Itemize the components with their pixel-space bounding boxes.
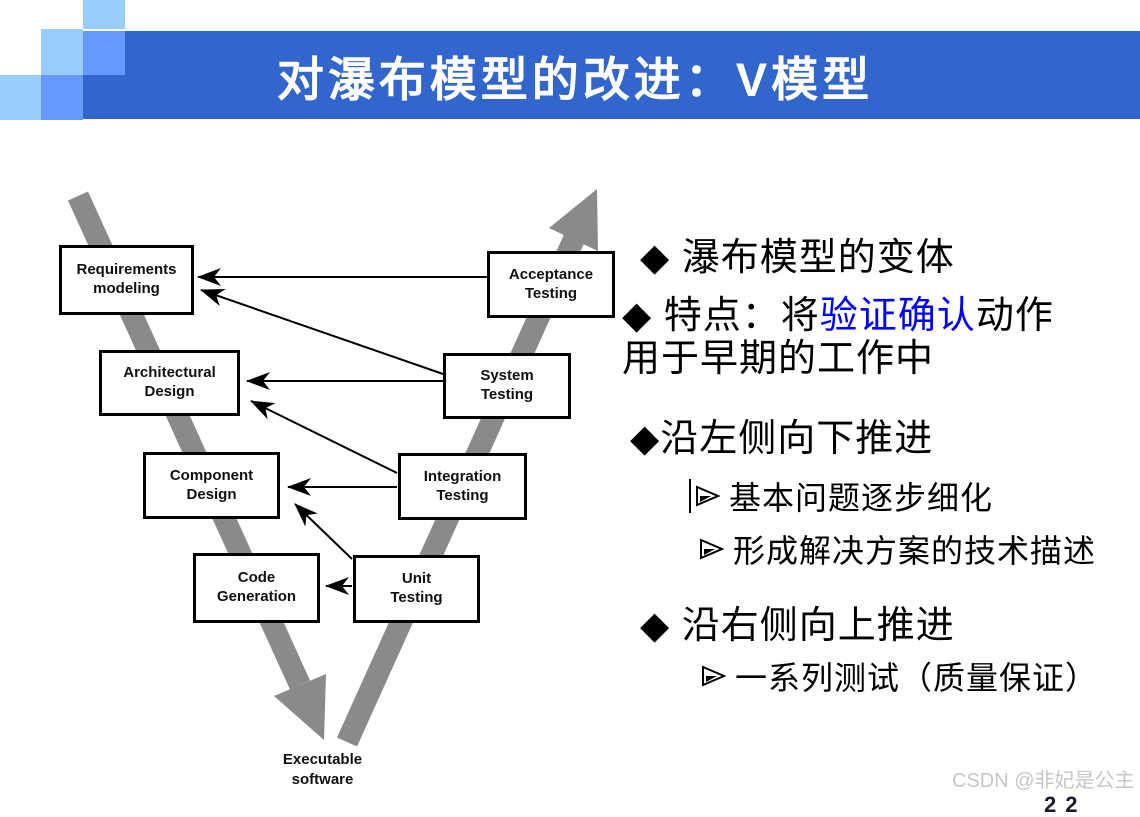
bullet-feature-suffix: 动作 bbox=[975, 295, 1054, 337]
box-unit-testing: Unit Testing bbox=[353, 555, 480, 623]
deco-square-2 bbox=[41, 29, 83, 75]
arrow-integration-to-architectural bbox=[250, 400, 398, 474]
executable-software-label: Executable software bbox=[282, 751, 363, 788]
box-system-testing: System Testing bbox=[443, 353, 571, 419]
bullet-feature: ◆ 特点：将验证确认动作 用于早期的工作中 bbox=[622, 295, 1092, 381]
sub-bullet-refine-label: 基本问题逐步细化 bbox=[729, 480, 994, 516]
box-integration-testing: Integration Testing bbox=[398, 453, 527, 520]
sub-bullet-refine: 基本问题逐步细化 bbox=[689, 473, 993, 519]
box-code-generation: Code Generation bbox=[193, 553, 320, 623]
csdn-watermark: CSDN @非妃是公主 bbox=[952, 770, 1135, 792]
arrowhead-bullet-icon bbox=[696, 485, 720, 507]
sub-bullet-tests-label: 一系列测试（质量保证） bbox=[735, 660, 1099, 696]
deco-square-4 bbox=[0, 75, 41, 120]
box-requirements-modeling: Requirements modeling bbox=[59, 245, 194, 315]
arrowhead-bullet-icon bbox=[700, 538, 724, 560]
bullet-feature-highlight: 验证确认 bbox=[819, 295, 976, 337]
arrow-unit-to-component bbox=[294, 503, 353, 560]
sub-bullet-describe: 形成解决方案的技术描述 bbox=[698, 526, 1096, 572]
bullet-feature-line2: 用于早期的工作中 bbox=[622, 338, 935, 380]
arrow-system-to-requirements bbox=[200, 289, 444, 375]
bullet-waterfall-variant: ◆ 瀑布模型的变体 bbox=[640, 237, 955, 279]
deco-square-5 bbox=[41, 75, 83, 120]
bullet-right-side-up: ◆ 沿右侧向上推进 bbox=[640, 605, 955, 647]
sub-bullet-tests: 一系列测试（质量保证） bbox=[700, 653, 1098, 699]
text-caret bbox=[689, 479, 691, 513]
bullet-feature-prefix: ◆ 特点：将 bbox=[622, 295, 820, 337]
page-number-clipped: 22 bbox=[1044, 792, 1087, 817]
deco-square-3 bbox=[83, 31, 125, 75]
arrowhead-bullet-icon bbox=[702, 665, 726, 687]
box-acceptance-testing: Acceptance Testing bbox=[487, 251, 615, 318]
box-architectural-design: Architectural Design bbox=[99, 350, 240, 416]
sub-bullet-describe-label: 形成解决方案的技术描述 bbox=[733, 533, 1097, 569]
deco-square-1 bbox=[83, 0, 125, 29]
box-component-design: Component Design bbox=[143, 452, 280, 519]
title-banner: 对瀑布模型的改进：V模型 bbox=[83, 31, 1140, 119]
bullet-left-side-down: ◆沿左侧向下推进 bbox=[630, 418, 934, 460]
slide-title: 对瀑布模型的改进：V模型 bbox=[276, 52, 874, 106]
